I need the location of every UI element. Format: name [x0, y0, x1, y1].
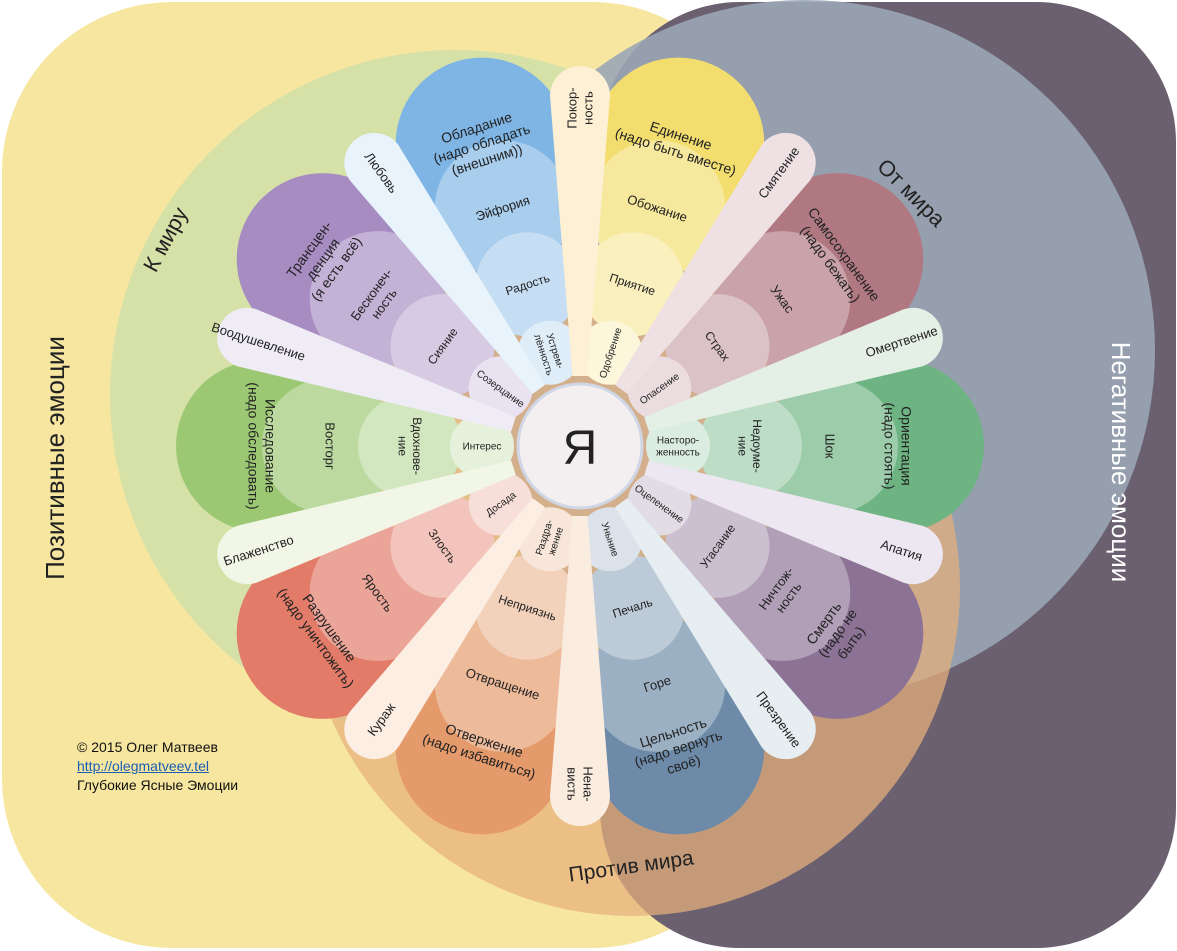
- subtitle-text: Глубокие Ясные Эмоции: [77, 777, 239, 793]
- petal-smert: ОцепенениеУгасаниеНичтож-ностьСмерть(над…: [627, 471, 924, 719]
- emotion-label-line: (надо обследовать): [246, 382, 262, 509]
- emotion-label: Недоуме-ние: [736, 419, 764, 472]
- petal-obladanie: Устрем-лённостьРадостьЭйфорияОбладание(н…: [395, 57, 582, 385]
- petal-level-2: [475, 555, 580, 660]
- emotion-label: Ориентация(надо стоять): [882, 402, 915, 489]
- petal-orientaciya: Насторо-женность Недоуме-ние Шок Ориентация…: [646, 360, 984, 532]
- emotion-label-line: Интерес: [463, 442, 502, 453]
- emotion-label: Шок: [823, 434, 838, 459]
- emotion-label-line: Ориентация: [899, 406, 915, 485]
- emotion-label-line: ние: [736, 436, 750, 456]
- emotion-label-line: женность: [656, 448, 700, 459]
- petal-level-2: [698, 394, 802, 498]
- emotion-label-line: Недоуме-: [750, 419, 764, 472]
- spoke-label-line: висть: [565, 767, 580, 801]
- spoke-7: [344, 498, 545, 760]
- emotion-label: Восторг: [323, 422, 338, 470]
- center-label: Я: [563, 422, 598, 475]
- emotion-label-line: Вдохнове-: [410, 417, 424, 475]
- spoke-4: [644, 460, 943, 585]
- spoke-label-line: Покор-: [565, 87, 580, 128]
- spoke-9: [217, 307, 516, 432]
- spoke-label-line: Нена-: [580, 766, 595, 801]
- emotion-label-line: Шок: [823, 434, 838, 459]
- emotion-label: Насторо-женность: [656, 436, 700, 459]
- positive-emotions-label: Позитивные эмоции: [40, 336, 70, 580]
- spoke-5: [615, 498, 816, 760]
- petal-level-2: [580, 555, 685, 660]
- petal-level-2: [390, 493, 495, 598]
- spoke-3: [644, 307, 943, 432]
- spoke-8: [217, 460, 516, 585]
- spoke-shape: [344, 498, 545, 760]
- petal-level-3: [762, 378, 898, 514]
- spoke-1: [550, 66, 610, 376]
- center-self: Я: [516, 382, 644, 510]
- spoke-6: [550, 516, 610, 826]
- emotion-label-line: Исследование: [263, 399, 279, 493]
- spoke-10: [344, 132, 545, 394]
- spoke-shape: [644, 460, 943, 585]
- spoke-label: Нена-висть: [565, 766, 596, 801]
- spoke-shape: [615, 132, 816, 394]
- petal-level-2: [390, 294, 495, 399]
- emotion-label-line: Восторг: [323, 422, 338, 470]
- negative-emotions-label: Негативные эмоции: [1106, 342, 1136, 583]
- spoke-shape: [344, 132, 545, 394]
- spoke-shape: [615, 498, 816, 760]
- emotion-label: Интерес: [463, 442, 502, 453]
- spoke-shape: [644, 307, 943, 432]
- spoke-shape: [217, 307, 516, 432]
- spoke-2: [615, 132, 816, 394]
- author-link[interactable]: http://olegmatveev.tel: [77, 758, 210, 774]
- spoke-label-line: ность: [580, 91, 595, 125]
- petal-level-1: [450, 414, 514, 478]
- copyright-text: © 2015 Олег Матвеев: [77, 739, 218, 755]
- spoke-shape: [217, 460, 516, 585]
- petal-level-2: [665, 493, 770, 598]
- emotion-spokes: Покор-ностьСмятениеОмертвениеАпатияПрезр…: [210, 66, 943, 826]
- emotion-label: Исследование(надо обследовать): [246, 382, 279, 509]
- emotion-label-line: (надо стоять): [882, 402, 898, 489]
- spoke-shape: [550, 66, 610, 376]
- center-circle: [516, 382, 644, 510]
- emotion-label: Вдохнове-ние: [396, 417, 424, 475]
- petal-level-3: [262, 378, 398, 514]
- petal-level-2: [580, 232, 685, 337]
- spoke-label: Покор-ность: [565, 87, 596, 128]
- petal-level-2: [475, 232, 580, 337]
- petal-otverzhenie: Раздра-жениеНеприязньОтвращениеОтвержени…: [395, 507, 582, 835]
- petal-level-2: [665, 294, 770, 399]
- credits-block: © 2015 Олег Матвеев http://olegmatveev.t…: [77, 738, 238, 795]
- petal-level-1: [646, 414, 710, 478]
- petal-level-2: [358, 394, 462, 498]
- petal-issledovanie: Интерес Вдохнове-ние Восторг Исследование(н…: [176, 360, 514, 532]
- spoke-shape: [550, 516, 610, 826]
- emotion-label-line: ние: [396, 436, 410, 456]
- emotion-label-line: Насторо-: [657, 436, 699, 447]
